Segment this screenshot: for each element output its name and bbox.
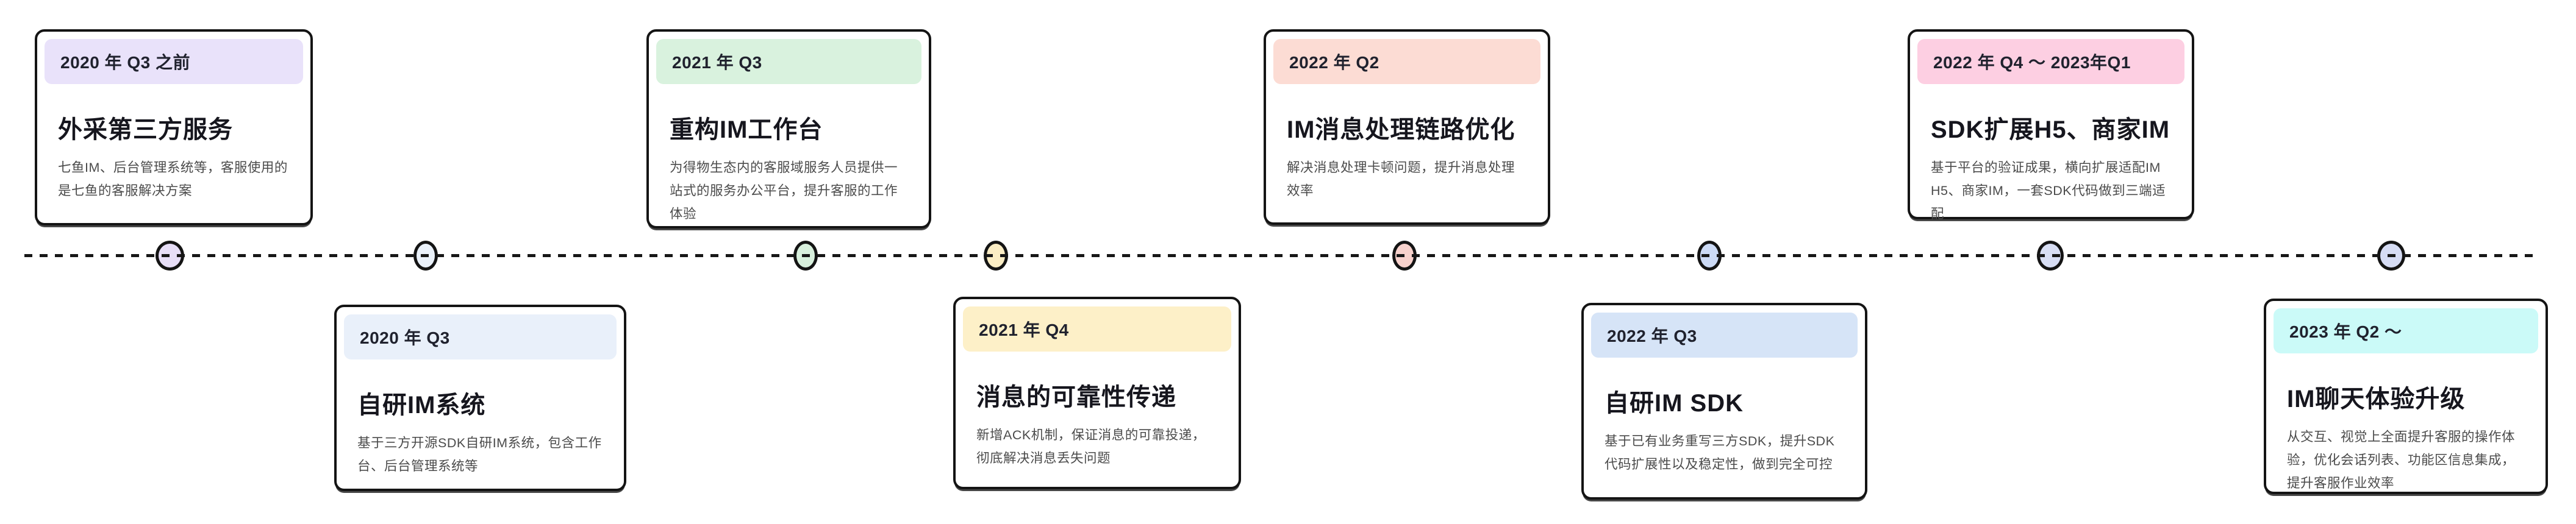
timeline-card: 2023 年 Q2 ～ IM聊天体验升级 从交互、视觉上全面提升客服的操作体验，… <box>2264 299 2548 494</box>
timeline-axis-line <box>24 254 2540 257</box>
timeline-card: 2020 年 Q3 之前 外采第三方服务 七鱼IM、后台管理系统等，客服使用的是… <box>35 29 313 225</box>
card-date-badge: 2021 年 Q3 <box>656 39 921 84</box>
timeline-card: 2020 年 Q3 自研IM系统 基于三方开源SDK自研IM系统，包含工作台、后… <box>334 305 626 491</box>
timeline-card: 2021 年 Q3 重构IM工作台 为得物生态内的客服域服务人员提供一站式的服务… <box>646 29 931 228</box>
timeline-card: 2021 年 Q4 消息的可靠性传递 新增ACK机制，保证消息的可靠投递，彻底解… <box>953 297 1241 489</box>
card-title: 消息的可靠性传递 <box>976 384 1176 411</box>
card-title: 外采第三方服务 <box>58 116 233 143</box>
card-title: 自研IM SDK <box>1605 390 1744 417</box>
card-body: 基于平台的验证成果，横向扩展适配IM H5、商家IM，一套SDK代码做到三端适配 <box>1931 160 2166 221</box>
card-date-badge: 2021 年 Q4 <box>963 306 1231 352</box>
card-body: 基于已有业务重写三方SDK，提升SDK代码扩展性以及稳定性，做到完全可控 <box>1605 434 1835 472</box>
card-date: 2020 年 Q3 <box>360 328 450 347</box>
card-date-badge: 2023 年 Q2 ～ <box>2274 308 2538 353</box>
card-title: 自研IM系统 <box>357 392 486 419</box>
timeline-card: 2022 年 Q3 自研IM SDK 基于已有业务重写三方SDK，提升SDK代码… <box>1581 303 1867 500</box>
card-date: 2021 年 Q4 <box>979 320 1069 339</box>
card-date: 2020 年 Q3 之前 <box>60 53 190 72</box>
card-body: 基于三方开源SDK自研IM系统，包含工作台、后台管理系统等 <box>357 436 602 473</box>
timeline-card: 2022 年 Q4 ～ 2023年Q1 SDK扩展H5、商家IM 基于平台的验证… <box>1908 29 2194 221</box>
card-date: 2022 年 Q4 ～ 2023年Q1 <box>1933 53 2131 72</box>
card-date: 2023 年 Q2 ～ <box>2289 322 2402 341</box>
card-date: 2021 年 Q3 <box>672 53 762 72</box>
card-date-badge: 2022 年 Q2 <box>1273 39 1540 84</box>
card-body: 解决消息处理卡顿问题，提升消息处理效率 <box>1287 160 1515 198</box>
card-body: 为得物生态内的客服域服务人员提供一站式的服务办公平台，提升客服的工作体验 <box>670 160 898 221</box>
card-date-badge: 2022 年 Q3 <box>1591 313 1858 358</box>
card-date-badge: 2020 年 Q3 之前 <box>45 39 303 84</box>
timeline-card: 2022 年 Q2 IM消息处理链路优化 解决消息处理卡顿问题，提升消息处理效率 <box>1264 29 1550 225</box>
card-body: 从交互、视觉上全面提升客服的操作体验，优化会话列表、功能区信息集成，提升客服作业… <box>2287 430 2516 490</box>
card-date-badge: 2022 年 Q4 ～ 2023年Q1 <box>1917 39 2184 84</box>
card-body: 新增ACK机制，保证消息的可靠投递，彻底解决消息丢失问题 <box>976 428 1206 466</box>
card-title: 重构IM工作台 <box>670 116 823 143</box>
card-date: 2022 年 Q2 <box>1289 53 1379 72</box>
card-title: SDK扩展H5、商家IM <box>1931 116 2170 143</box>
card-body: 七鱼IM、后台管理系统等，客服使用的是七鱼的客服解决方案 <box>58 160 288 198</box>
card-date-badge: 2020 年 Q3 <box>344 314 617 359</box>
card-title: IM消息处理链路优化 <box>1287 116 1515 143</box>
card-title: IM聊天体验升级 <box>2287 386 2466 412</box>
card-date: 2022 年 Q3 <box>1607 327 1697 345</box>
